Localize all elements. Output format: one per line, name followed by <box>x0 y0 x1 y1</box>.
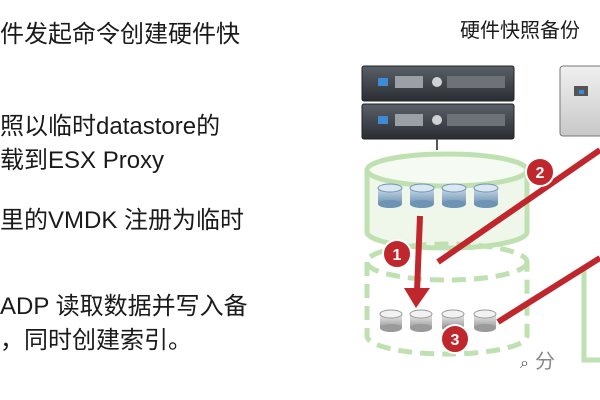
disk-icon <box>379 309 403 332</box>
step-badge-2-label: 2 <box>536 165 545 182</box>
temp-datastore-cylinder <box>364 241 530 357</box>
snapshot-disk-group <box>379 309 497 332</box>
disk-icon <box>377 183 403 208</box>
arrow-step-2 <box>436 147 600 265</box>
text-line-4: 里的VMDK 注册为临时 <box>0 207 245 234</box>
text-line-6: ，同时创建索引。 <box>0 327 192 354</box>
step-badge-2: 2 <box>525 157 555 187</box>
arrow-step-1 <box>404 215 430 308</box>
watermark: ⌕分 <box>520 345 555 374</box>
diagram-title: 硬件快照备份 <box>460 20 580 42</box>
wechat-logo-icon: ⌕ <box>520 355 529 372</box>
disk-icon <box>441 183 467 208</box>
vmdk-disk-group <box>377 183 499 208</box>
watermark-text: 分 <box>534 351 555 373</box>
step-badge-1: 1 <box>382 239 412 269</box>
text-line-2: 照以临时datastore的 <box>0 113 221 140</box>
server-icon <box>361 65 515 150</box>
disk-icon <box>409 309 433 332</box>
text-line-5: ADP 读取数据并写入备 <box>0 293 248 320</box>
text-line-1: 件发起命令创建硬件快 <box>0 21 240 48</box>
arrow-step-3 <box>496 255 600 325</box>
storage-array-icon <box>559 65 600 137</box>
disk-icon <box>473 309 497 332</box>
step-badge-1-label: 1 <box>393 247 402 264</box>
disk-icon <box>409 183 435 208</box>
backup-storage-cylinder <box>581 270 600 363</box>
text-line-3: 载到ESX Proxy <box>0 147 165 174</box>
step-badge-3-label: 3 <box>451 332 460 349</box>
step-badge-3: 3 <box>440 324 470 354</box>
disk-icon <box>473 183 499 208</box>
